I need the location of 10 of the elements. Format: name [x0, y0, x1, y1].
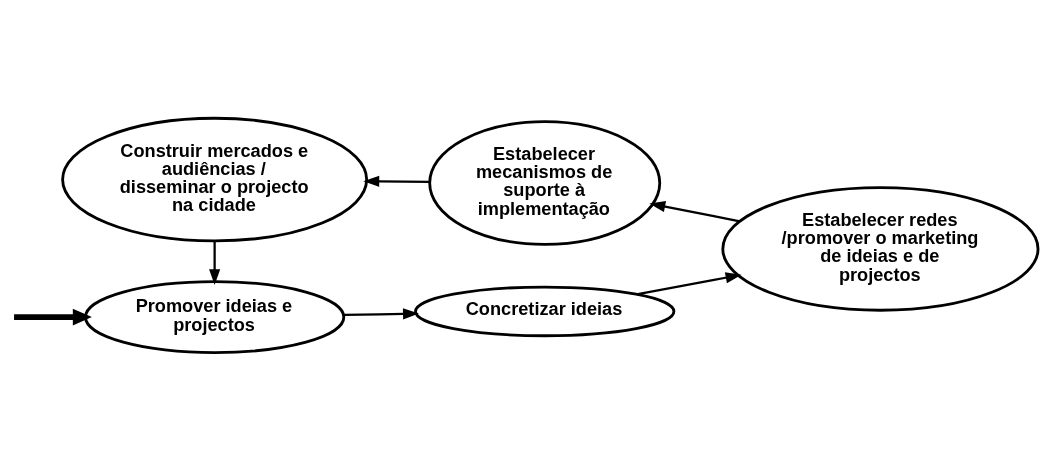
arrow	[649, 201, 741, 223]
arrow	[343, 308, 419, 320]
node-ellipse: Promover ideias e projectos	[84, 280, 346, 354]
arrow	[14, 308, 92, 326]
arrow	[209, 241, 221, 286]
node-ellipse: Concretizar ideias	[414, 285, 676, 338]
arrow	[636, 272, 742, 296]
arrow	[363, 175, 430, 187]
node-ellipse: Construir mercados e audiências / disseminar o projecto na cidade	[61, 116, 369, 243]
node-ellipse: Estabelecer mecanismos de suporte à implementação	[428, 120, 662, 246]
